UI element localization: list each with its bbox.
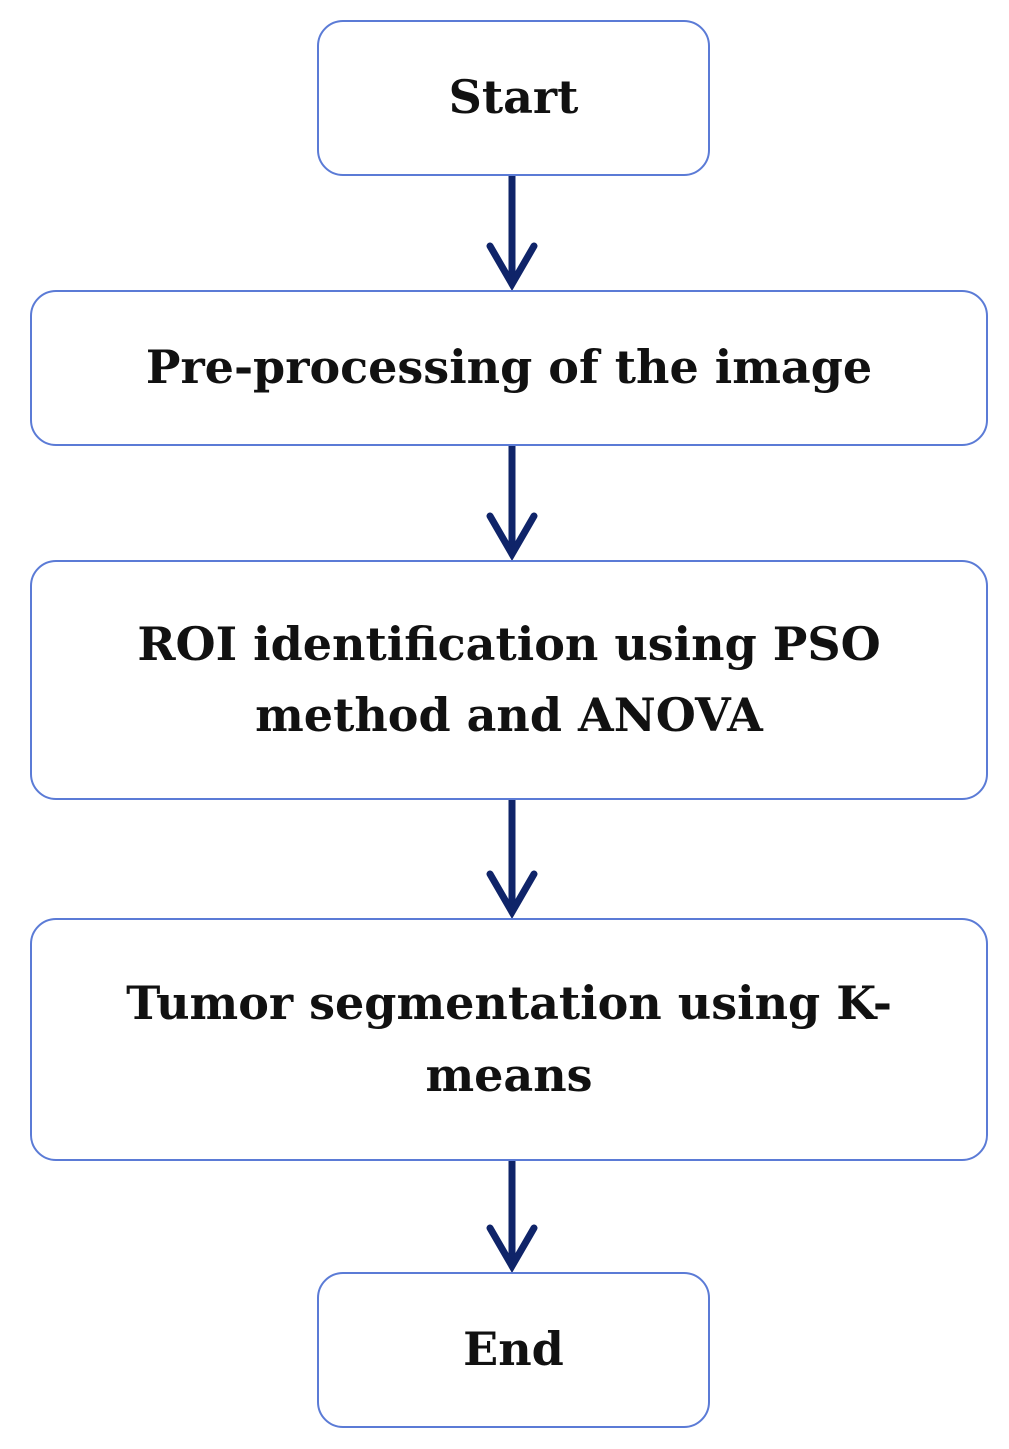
tumor-segmentation-node: Tumor segmentation using K-means	[30, 918, 988, 1161]
arrow-roi-to-tumor	[486, 800, 538, 919]
tumor-segmentation-node-label: Tumor segmentation using K-means	[126, 976, 892, 1102]
preprocessing-node: Pre-processing of the image	[30, 290, 988, 446]
end-node-label: End	[463, 1322, 564, 1377]
arrow-tumor-to-end	[486, 1161, 538, 1273]
arrow-preprocess-to-roi	[486, 446, 538, 561]
roi-identification-node: ROI identification using PSO method and …	[30, 560, 988, 800]
start-node: Start	[317, 20, 710, 176]
end-node: End	[317, 1272, 710, 1428]
preprocessing-node-label: Pre-processing of the image	[145, 340, 873, 395]
roi-identification-node-label: ROI identification using PSO method and …	[137, 616, 881, 742]
start-node-label: Start	[448, 70, 579, 125]
arrow-start-to-preprocess	[486, 176, 538, 291]
